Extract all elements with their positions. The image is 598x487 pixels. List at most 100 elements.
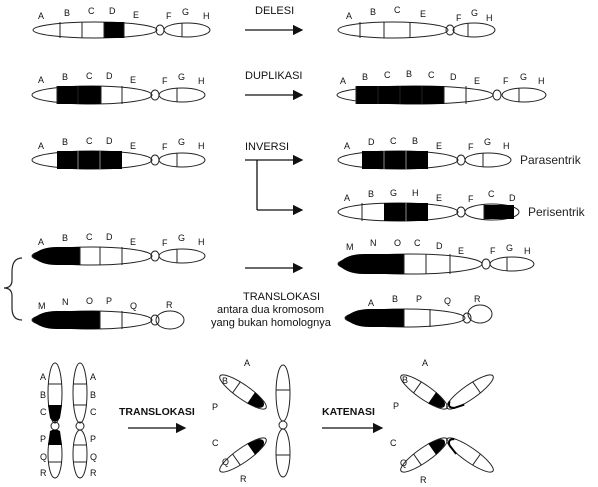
chromosome-label: C xyxy=(414,238,421,248)
operation-label-catenation: KATENASI xyxy=(322,406,375,418)
chromosome-label: Q xyxy=(444,296,451,306)
chromosome-label: N xyxy=(370,238,377,248)
row-translocation: A B C D E F G H M N O P Q R TRANSLOKASI … xyxy=(3,232,535,330)
chromosome-label: C xyxy=(86,71,93,81)
chromosome-label: A xyxy=(368,298,374,308)
chromosome-label: G xyxy=(520,72,527,82)
chromosome-label: B xyxy=(368,189,374,199)
chromosome-label: B xyxy=(64,8,70,18)
chromosome-label: G xyxy=(506,243,513,253)
chromosome-row1-left xyxy=(32,21,211,39)
chromosome-label: P xyxy=(393,401,399,411)
chromosome-label: A xyxy=(90,372,96,382)
chromosome-label: C xyxy=(86,136,93,146)
vertical-chromosome-right xyxy=(72,362,88,479)
chromosome-label: H xyxy=(203,11,210,21)
chromosome-label: B xyxy=(40,390,46,400)
chromosome-label: C xyxy=(212,438,219,448)
chromosome-label: E xyxy=(458,246,464,256)
row-translocation-catenation: A B C P Q R A B C P Q R TRANSLOKASI xyxy=(40,358,494,485)
chromosome-label: D xyxy=(106,232,113,242)
chromosome-label: B xyxy=(62,137,68,147)
chromosome-label: C xyxy=(390,136,397,146)
chromosome-label: F xyxy=(162,142,168,152)
operation-label-inversion: INVERSI xyxy=(245,141,289,153)
chromosome-label: Q xyxy=(400,458,407,468)
chromosome-row2-right xyxy=(336,85,547,105)
chromosome-label: E xyxy=(133,10,139,20)
chromosome-label: E xyxy=(130,75,136,85)
chromosome-label: C xyxy=(428,70,435,80)
chromosome-label: A xyxy=(346,11,352,21)
chromosome-label: O xyxy=(394,238,401,248)
chromosome-label: D xyxy=(509,193,516,203)
chromosome-label: F xyxy=(490,246,496,256)
ring-chromosomes xyxy=(400,374,494,473)
chromosome-label: A xyxy=(38,237,44,247)
chromosome-label: E xyxy=(420,9,426,19)
operation-label-duplication: DUPLIKASI xyxy=(245,70,302,82)
chromosome-row4-left-top xyxy=(31,246,206,266)
chromosome-label: E xyxy=(436,141,442,151)
chromosome-label: B xyxy=(62,72,68,82)
chromosome-label: D xyxy=(436,241,443,251)
chromosome-label: D xyxy=(109,6,116,16)
chromosome-label: B xyxy=(222,376,228,386)
chromosome-label: A xyxy=(340,76,346,86)
chromosome-label: A xyxy=(422,358,428,368)
chromosome-label: H xyxy=(503,141,510,151)
chromosome-label: E xyxy=(474,76,480,86)
operation-label-translocation-bottom: TRANSLOKASI xyxy=(119,406,195,418)
chromosome-label: E xyxy=(130,237,136,247)
chromosome-label: H xyxy=(538,76,545,86)
chromosome-label: H xyxy=(198,237,205,247)
chromosome-label: G xyxy=(178,233,185,243)
row-deletion: A B C D E F G H DELESI A B C E F G H xyxy=(32,5,496,39)
chromosome-label: D xyxy=(450,72,457,82)
chromosome-label: Q xyxy=(130,301,137,311)
chromosome-label: C xyxy=(90,407,97,417)
chromosome-label: C xyxy=(88,6,95,16)
chromosome-label: A xyxy=(38,75,44,85)
chromosome-label: A xyxy=(38,11,44,21)
chromosome-label: C xyxy=(488,189,495,199)
chromosome-label: Q xyxy=(90,452,97,462)
chromosome-label: R xyxy=(90,468,97,478)
chromosome-label: C xyxy=(394,5,401,15)
translocation-note-line2: yang bukan homolognya xyxy=(211,317,332,329)
chromosome-label: G xyxy=(178,137,185,147)
chromosome-label: B xyxy=(362,72,368,82)
chromosome-label: H xyxy=(198,76,205,86)
chromosome-label: R xyxy=(240,474,247,484)
chromosome-label: B xyxy=(402,375,408,385)
chromosome-label: G xyxy=(484,137,491,147)
row-inversion: A B C D E F G H INVERSI A D C B E F G H … xyxy=(31,136,586,222)
chromosome-row4-right-bottom xyxy=(344,304,493,328)
chromosome-label: C xyxy=(86,232,93,242)
chromosome-label: C xyxy=(384,70,391,80)
chromosome-label: D xyxy=(368,137,375,147)
chromosome-label: Q xyxy=(40,452,47,462)
chromosome-label: P xyxy=(416,294,422,304)
paracentric-label: Parasentrik xyxy=(520,153,582,167)
chromosome-label: C xyxy=(40,407,47,417)
vertical-chromosome-left xyxy=(47,362,63,479)
chromosome-label: A xyxy=(38,141,44,151)
chromosome-row4-left-bottom xyxy=(31,310,185,330)
chromosome-label: Q xyxy=(222,457,229,467)
chromosome-label: G xyxy=(390,188,397,198)
chromosome-label: F xyxy=(162,76,168,86)
chromosome-label: C xyxy=(390,438,397,448)
chromosome-label: H xyxy=(198,141,205,151)
chromosome-label: A xyxy=(40,372,46,382)
chromosome-label: B xyxy=(370,7,376,17)
chromosome-row4-right-top xyxy=(337,253,535,275)
chromosome-label: P xyxy=(90,434,96,444)
curly-bracket xyxy=(3,257,23,321)
chromosome-row3-left xyxy=(31,150,206,170)
chromosome-label: M xyxy=(38,301,46,311)
chromosome-label: F xyxy=(162,238,168,248)
operation-label-translocation: TRANSLOKASI xyxy=(243,291,320,303)
chromosome-label: H xyxy=(412,188,419,198)
